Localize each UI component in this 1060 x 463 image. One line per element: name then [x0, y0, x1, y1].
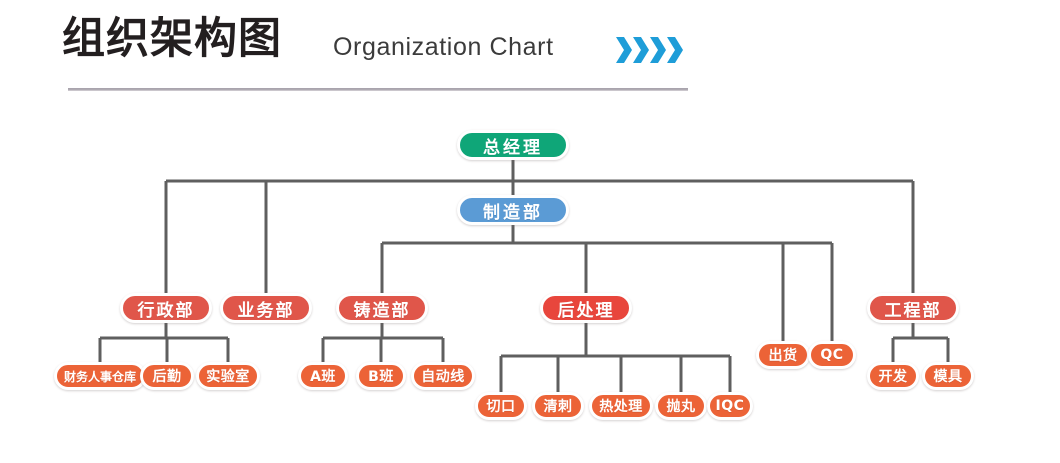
org-node-biz[interactable]: 业务部 — [220, 293, 312, 323]
page-title-english: Organization Chart — [333, 33, 554, 61]
org-node-lab[interactable]: 实验室 — [196, 362, 260, 390]
org-node-heat[interactable]: 热处理 — [589, 392, 653, 420]
org-node-post[interactable]: 后处理 — [540, 293, 632, 323]
org-node-label: 热处理 — [599, 399, 643, 415]
org-node-qc[interactable]: QC — [808, 341, 856, 369]
org-node-gm[interactable]: 总经理 — [457, 130, 569, 160]
org-node-label: B班 — [368, 369, 394, 385]
org-node-label: 制造部 — [483, 202, 543, 223]
org-node-label: 出货 — [768, 348, 798, 364]
org-node-eng[interactable]: 工程部 — [867, 293, 959, 323]
org-node-logistics[interactable]: 后勤 — [140, 362, 194, 390]
org-node-label: 后处理 — [557, 300, 615, 321]
org-node-label: 后勤 — [152, 369, 182, 385]
org-node-admin[interactable]: 行政部 — [120, 293, 212, 323]
org-node-shotblast[interactable]: 抛丸 — [655, 392, 707, 420]
org-node-label: 行政部 — [137, 300, 195, 321]
org-node-shift_b[interactable]: B班 — [356, 362, 406, 390]
org-node-autoline[interactable]: 自动线 — [411, 362, 475, 390]
org-node-ship[interactable]: 出货 — [756, 341, 810, 369]
org-node-label: IQC — [715, 398, 745, 414]
org-node-label: 自动线 — [421, 369, 465, 385]
page-header: 组织架构图 Organization Chart — [0, 0, 1060, 100]
org-node-develop[interactable]: 开发 — [867, 362, 919, 390]
org-node-label: 模具 — [933, 369, 963, 385]
chevron-right-arrows-icon — [616, 37, 683, 63]
org-node-label: 铸造部 — [353, 300, 411, 321]
org-node-label: 实验室 — [206, 369, 250, 385]
org-node-label: A班 — [310, 369, 336, 385]
org-node-finance[interactable]: 财务人事仓库 — [54, 362, 146, 390]
org-node-iqc[interactable]: IQC — [707, 392, 753, 420]
org-node-cut[interactable]: 切口 — [475, 392, 527, 420]
org-node-label: 总经理 — [483, 137, 543, 158]
title-divider-rule — [68, 88, 688, 91]
org-node-mold[interactable]: 模具 — [922, 362, 974, 390]
org-node-shift_a[interactable]: A班 — [298, 362, 348, 390]
org-node-label: 工程部 — [884, 300, 942, 321]
org-node-label: 开发 — [878, 369, 908, 385]
org-node-label: 业务部 — [237, 300, 295, 321]
org-node-label: QC — [820, 347, 844, 363]
org-node-label: 清刺 — [543, 399, 573, 415]
org-node-label: 财务人事仓库 — [63, 369, 136, 384]
org-node-deburr[interactable]: 清刺 — [532, 392, 584, 420]
org-node-label: 切口 — [486, 399, 516, 415]
page-title-chinese: 组织架构图 — [62, 14, 282, 64]
org-node-mfg[interactable]: 制造部 — [457, 195, 569, 225]
org-node-cast[interactable]: 铸造部 — [336, 293, 428, 323]
org-node-label: 抛丸 — [666, 399, 696, 415]
